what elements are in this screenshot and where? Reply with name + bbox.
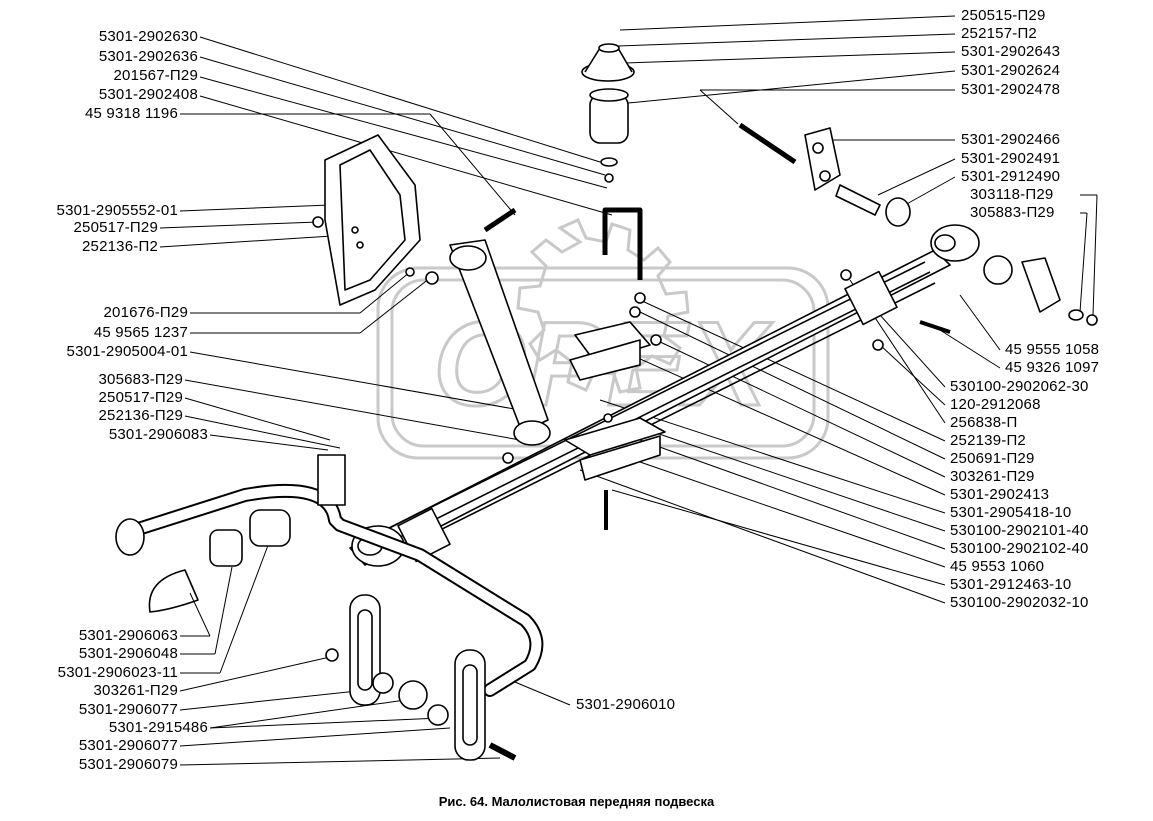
label-left-1: 5301-2902630: [98, 28, 198, 45]
label-right-10: 305883-П29: [970, 204, 1055, 221]
label-right-17: 250691-П29: [950, 450, 1035, 467]
label-right-23: 45 9553 1060: [950, 558, 1045, 575]
figure-caption: Рис. 64. Малолистовая передняя подвеска: [438, 794, 715, 809]
label-right-3: 5301-2902643: [961, 43, 1061, 60]
label-right-9: 303118-П29: [970, 186, 1054, 203]
label-right-11: 45 9555 1058: [1005, 341, 1100, 358]
label-right-2: 252157-П2: [961, 25, 1037, 42]
label-left-22: 5301-2906077: [78, 737, 178, 754]
label-right-22: 530100-2902102-40: [950, 540, 1089, 557]
label-right-14: 120-2912068: [950, 396, 1041, 413]
label-right-15: 256838-П: [950, 414, 1018, 431]
shackle-plate: [804, 127, 841, 191]
label-left-23: 5301-2906079: [78, 756, 178, 773]
label-stabilizer-bar: 5301-2906010: [576, 696, 676, 713]
leader-lines: [159, 15, 1098, 766]
label-left-7: 250517-П29: [73, 219, 158, 236]
label-right-1: 250515-П29: [961, 7, 1046, 24]
label-left-12: 305683-П29: [98, 371, 183, 388]
label-right-21: 530100-2902101-40: [950, 522, 1089, 539]
rubber-buffer: [589, 94, 629, 144]
u-bolt: [602, 207, 643, 280]
shock-absorber: [449, 239, 549, 433]
label-left-18: 5301-2906023-11: [57, 664, 178, 681]
label-left-20: 5301-2906077: [78, 701, 178, 718]
label-left-10: 45 9565 1237: [93, 324, 188, 341]
label-left-9: 201676-П29: [103, 304, 188, 321]
label-right-7: 5301-2902491: [961, 150, 1061, 167]
parts: [115, 43, 1098, 761]
label-left-16: 5301-2906063: [78, 627, 178, 644]
frame-bracket: [324, 134, 421, 306]
label-left-21: 5301-2915486: [108, 719, 208, 736]
label-right-13: 530100-2902062-30: [950, 378, 1089, 395]
label-left-17: 5301-2906048: [78, 645, 178, 662]
label-left-4: 5301-2902408: [98, 86, 198, 103]
label-right-16: 252139-П2: [950, 432, 1026, 449]
label-right-19: 5301-2902413: [950, 486, 1050, 503]
label-right-24: 5301-2912463-10: [950, 576, 1072, 593]
label-right-18: 303261-П29: [950, 468, 1035, 485]
label-left-11: 5301-2905004-01: [66, 343, 188, 360]
label-left-19: 303261-П29: [93, 682, 178, 699]
label-right-12: 45 9326 1097: [1005, 359, 1100, 376]
label-right-6: 5301-2902466: [961, 131, 1061, 148]
label-left-8: 252136-П2: [82, 238, 158, 255]
label-left-2: 5301-2902636: [98, 48, 198, 65]
label-left-13: 250517-П29: [98, 389, 183, 406]
label-left-15: 5301-2906083: [108, 426, 208, 443]
label-right-20: 5301-2905418-10: [950, 504, 1072, 521]
label-right-25: 530100-2902032-10: [950, 594, 1089, 611]
label-right-5: 5301-2902478: [961, 81, 1061, 98]
label-left-5: 45 9318 1196: [84, 105, 178, 122]
label-right-4: 5301-2902624: [961, 62, 1061, 79]
label-left-3: 201567-П29: [113, 67, 198, 84]
label-right-8: 5301-2912490: [961, 168, 1061, 185]
label-left-6: 5301-2905552-01: [56, 202, 178, 219]
label-left-14: 252136-П29: [98, 407, 183, 424]
